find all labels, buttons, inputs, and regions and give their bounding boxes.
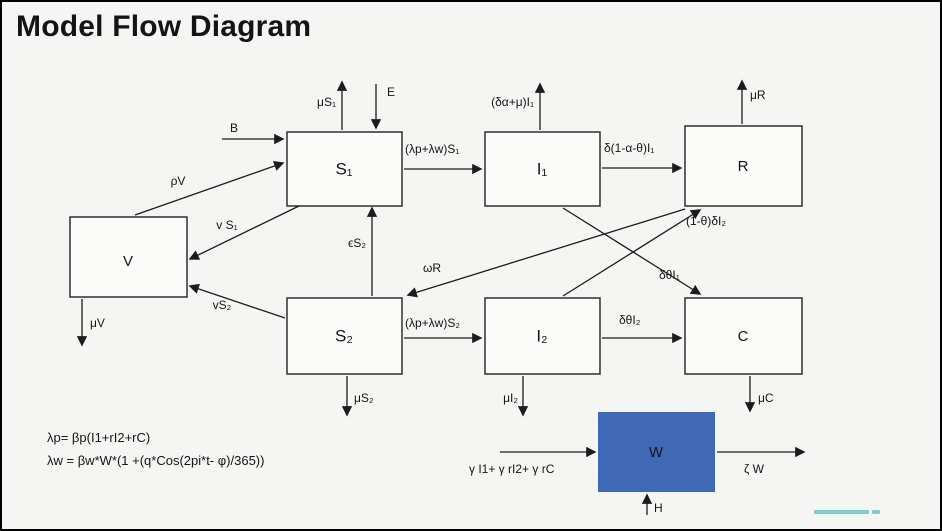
label-mu-i2: μI₂ (503, 391, 518, 405)
arrow-delta-theta-i1 (562, 207, 702, 295)
box-r-label: R (738, 158, 749, 175)
box-r (684, 125, 803, 207)
label-e: E (387, 85, 395, 99)
box-v-label: V (123, 253, 133, 270)
box-i1-label: I₁ (537, 159, 548, 178)
label-nu-s1: v S₁ (216, 218, 237, 232)
box-w (598, 412, 715, 492)
label-delta-theta-i2: δθI₂ (619, 313, 641, 327)
label-delta-1-alpha-theta-i1: δ(1-α-θ)I₁ (604, 141, 654, 155)
label-delta-alpha-mu-i1: (δα+μ)I₁ (491, 95, 534, 109)
label-delta-theta-i1: δθI₁ (659, 268, 680, 282)
label-mu-v: μV (90, 316, 105, 330)
box-s2 (286, 297, 403, 375)
label-one-theta-delta-i2: (1-θ)δI₂ (686, 214, 726, 228)
label-zeta-w: ζ W (744, 462, 765, 476)
box-w-label: W (649, 444, 664, 461)
box-s2-label: S₂ (335, 326, 353, 345)
label-lambda-s1: (λp+λw)S₁ (405, 142, 459, 156)
label-mu-s1: μS₁ (317, 95, 336, 109)
label-omega-r: ωR (423, 261, 441, 275)
box-i2 (484, 297, 601, 375)
box-c-label: C (738, 328, 749, 345)
box-s1-label: S₁ (335, 159, 352, 178)
label-gamma-in: γ I1+ γ rI2+ γ rC (469, 462, 555, 476)
label-mu-r: μR (750, 88, 766, 102)
watermark-mark (872, 510, 880, 514)
label-rho-v: ρV (171, 174, 186, 188)
label-mu-s2: μS₂ (354, 391, 374, 405)
arrow-nu-s1 (188, 205, 300, 260)
watermark (814, 510, 869, 514)
box-i1 (484, 131, 601, 207)
label-eps-s2: ϵS₂ (348, 236, 366, 250)
label-lambda-s2: (λp+λw)S₂ (405, 316, 460, 330)
label-h: H (654, 501, 663, 515)
box-v (69, 216, 188, 298)
arrow-one-theta-delta-i2 (562, 209, 702, 297)
equation-lambda-p: λp= βp(I1+rI2+rC) (47, 430, 150, 445)
arrow-omega-r (406, 208, 686, 298)
label-b: B (230, 121, 238, 135)
arrow-rho-v (134, 161, 285, 216)
box-i2-label: I₂ (536, 326, 547, 345)
box-c (684, 297, 803, 375)
arrow-nu-s2 (188, 283, 286, 319)
page-title: Model Flow Diagram (16, 10, 312, 43)
label-mu-c: μC (758, 391, 774, 405)
label-nu-s2: vS₂ (213, 298, 232, 312)
box-s1 (286, 131, 403, 207)
equation-lambda-w: λw = βw*W*(1 +(q*Cos(2pi*t- φ)/365)) (47, 453, 264, 468)
